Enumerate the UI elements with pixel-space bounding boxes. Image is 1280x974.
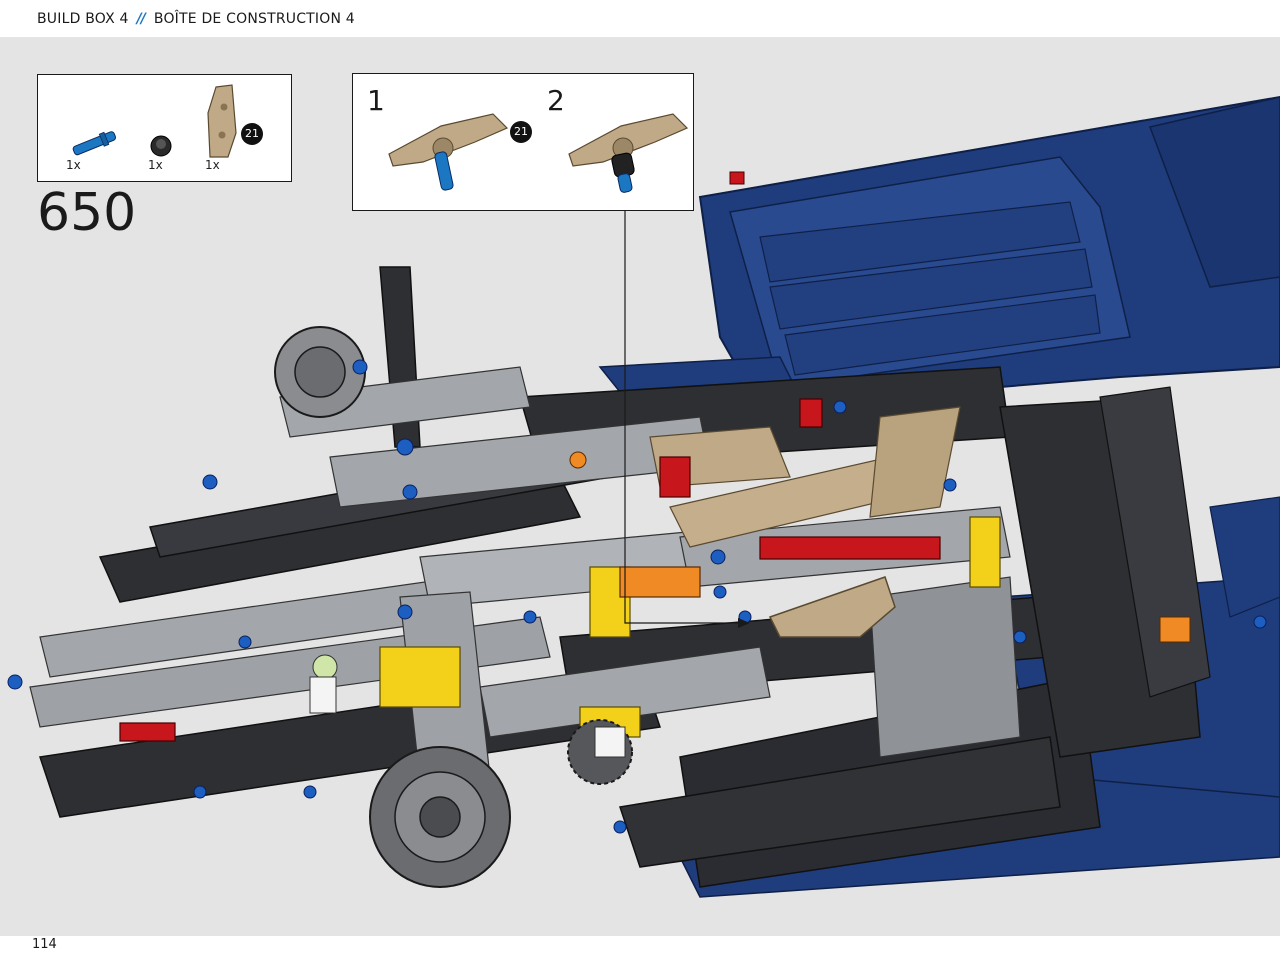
- wheel-hub-rear: [274, 326, 366, 418]
- page-number: 114: [32, 937, 57, 952]
- step-number: 650: [37, 183, 137, 243]
- page-footer: [0, 936, 1280, 974]
- panel-icon: [207, 84, 237, 158]
- parts-list-box: 1x 1x 1x 21: [37, 74, 292, 182]
- part-count-badge: 21: [241, 123, 263, 145]
- substep-1-illustration: [388, 113, 509, 191]
- header-build-box-label: BUILD BOX 4: [37, 10, 129, 27]
- grey-beam-frame: [29, 366, 1021, 783]
- misc-light-parts: [309, 654, 626, 758]
- blue-pins: [7, 359, 1267, 834]
- tan-panels: [649, 406, 961, 638]
- orange-parts: [569, 451, 1191, 643]
- axle-pin-icon: [72, 131, 117, 156]
- page-header: BUILD BOX 4 // BOÎTE DE CONSTRUCTION 4: [0, 0, 1280, 37]
- header-separator: //: [136, 10, 146, 27]
- substep-number-1: 1: [367, 84, 385, 117]
- substep-2-illustration: [568, 113, 689, 193]
- wheel-hub-front: [369, 746, 511, 888]
- substep-number-2: 2: [547, 84, 565, 117]
- red-parts: [119, 171, 941, 742]
- part-qty-axle-pin: 1x: [66, 158, 81, 172]
- subassembly-callout: 1 2 21: [352, 73, 694, 211]
- bush-icon: [150, 135, 172, 157]
- substep-part-count-badge: 21: [510, 121, 532, 143]
- part-qty-bush: 1x: [148, 158, 163, 172]
- header-build-box-label-fr: BOÎTE DE CONSTRUCTION 4: [153, 10, 355, 27]
- model-illustration: [7, 95, 1280, 898]
- part-qty-panel: 1x: [205, 158, 220, 172]
- model-stage: [0, 37, 1280, 936]
